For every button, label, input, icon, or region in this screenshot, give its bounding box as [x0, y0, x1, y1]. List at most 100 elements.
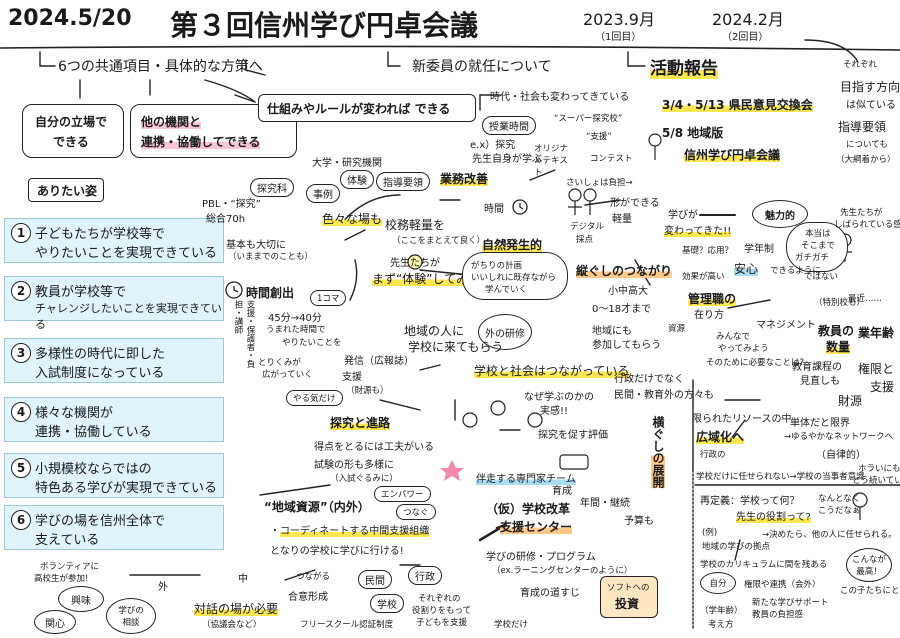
goal-line2: やりたいことを実現できている	[35, 246, 218, 261]
next-school-label: となりの学校に学びに行ける!	[270, 546, 404, 557]
goal-number: 5	[11, 458, 31, 478]
long-term-label: 年間・継続	[580, 498, 630, 509]
growth-path: 育成の道すじ	[520, 588, 580, 599]
hituyo: そのために必要なことは?	[706, 358, 805, 368]
own-position-box: 自分の立場で できる	[22, 104, 124, 158]
people-label: 小中高大	[608, 286, 648, 297]
gakko-ni-label: 学校だけに任せられない→学校の当事者意識	[696, 472, 865, 482]
limited-resource: 限られたリソースの中	[692, 414, 792, 425]
minkan-label: 民間・教育外の方々も	[614, 390, 714, 401]
local-people-1: 地域の人に	[404, 324, 465, 338]
meeting-date: 2024.5/20	[8, 6, 132, 31]
outside-label: 外	[158, 582, 168, 593]
super-label: “スーパー探究校”	[554, 114, 623, 124]
student-right: 学年制	[744, 244, 774, 255]
vertical-link-title: 縦ぐしのつながり	[576, 264, 673, 278]
tanto-line2: （ここをまとえて良く）	[392, 236, 486, 246]
hassin-label: 発信（広報誌）	[344, 356, 414, 367]
activity-item-1: 3/4・5/13 県民意見交換会	[662, 98, 813, 112]
ideal-label: ありたい姿	[37, 184, 98, 198]
volunteer-2: 高校生が参加!	[34, 574, 89, 584]
tokusyo: （特別校も）	[814, 298, 866, 308]
workflow: 業年齢	[858, 326, 895, 340]
experience-stamp: 体験	[340, 170, 374, 189]
honto-1: 本当は	[805, 229, 831, 239]
ideal-label-box: ありたい姿	[28, 178, 104, 202]
goal-line1: 教員が学校等で	[35, 285, 127, 300]
right-shien: 支援	[870, 380, 895, 394]
goal-4: 4 様々な機関が 連携・協働している	[4, 397, 224, 442]
min45-label: 45分→40分	[268, 313, 322, 324]
other-org-line1: 他の機関と	[141, 115, 202, 129]
activity-item-3: 信州学び円卓会議	[684, 148, 781, 162]
basic-apply: 基礎？応用？	[682, 246, 734, 256]
tsunagu-stamp: つなぐ	[396, 504, 436, 520]
university-label: 大学・研究機関	[312, 158, 382, 169]
expert-team-label: 伴走する専門家チーム	[476, 474, 576, 485]
right-zaigen: 財源	[838, 394, 863, 408]
gouisei-label: 合意形成	[288, 592, 328, 603]
natural-c1: がちりの計画	[471, 261, 523, 271]
katachi-label: 形ができる	[610, 198, 660, 209]
interest-bubble: 興味	[58, 586, 104, 612]
school-only-label: 学校だけ	[494, 620, 529, 630]
broad-label: 広域化へ	[696, 430, 745, 444]
contest-label: コンテスト	[590, 154, 633, 164]
teachers-learn: 先生自身が学ぶ	[472, 154, 542, 165]
guideline-line2: についても	[846, 140, 888, 150]
consult-bubble: 学びの 相談	[106, 598, 156, 634]
rethink-self: 自分	[700, 572, 736, 594]
goal-line1: 学びの場を信州全体で	[35, 514, 166, 529]
rethink-nanto: なんとなく	[818, 494, 861, 504]
honto-2: そこまで	[801, 241, 836, 251]
rethink-local: 地域の学びの拠点	[702, 542, 771, 552]
goal-line2: 入試制度になっている	[35, 366, 165, 381]
support-label: “支援”	[586, 132, 612, 142]
natural-c2: いいしれに既存ながら	[471, 273, 557, 283]
learning-changed-2: 変わってきた!!	[664, 226, 732, 237]
best-line1: こんなが	[851, 555, 886, 565]
basics-sub: （いままでのことも）	[228, 252, 314, 262]
gakko-stamp: 学校	[370, 594, 404, 613]
naka-label: 中	[238, 574, 248, 585]
learning-training-sub: （ex.ラーニングセンターのように）	[492, 566, 633, 576]
teachers-first-2: まず“体験”してみる	[372, 272, 481, 286]
activity-report-heading: 活動報告	[650, 59, 718, 79]
own-position-line2: できる	[53, 135, 89, 149]
curriculum-1: 教育課程の	[792, 362, 842, 373]
natural-bubble: がちりの計画 いいしれに既存ながら 学んでいく	[462, 252, 568, 300]
system-change-text: 仕組みやルールが変われば できる	[267, 102, 451, 116]
inquiry-career-c3: （入試ぐるみに）	[330, 474, 398, 484]
school-society-label: 学校と社会はつながっている	[474, 364, 630, 378]
mail-line2: 広がっていく	[262, 370, 313, 380]
mail-line1: とりくみが	[258, 358, 301, 368]
other-training-bubble: 外の研修	[478, 314, 532, 350]
page-title: 第３回信州学び円卓会議	[170, 9, 479, 42]
minkan-stamp: 民間	[358, 570, 392, 589]
consult-line2: 相談	[122, 618, 140, 628]
yattemiyo: やってみよう	[718, 344, 769, 354]
local-resource-title: “地域資源”（内外）	[264, 500, 370, 514]
activity-item-2: 5/8 地域版	[662, 126, 724, 140]
natural-title: 自然発生的	[482, 238, 543, 252]
yoko-title: 横ぐしの展開	[651, 416, 665, 488]
management: マネジメント	[756, 320, 816, 331]
manager-1: 管理職の	[688, 292, 737, 306]
time-label: 時間	[484, 204, 504, 215]
curriculum-2: 見直しも	[800, 376, 840, 387]
goal-2: 2 教員が学校等で チャレンジしたいことを実現できている	[4, 276, 224, 331]
meeting1-sub: （1回目）	[595, 32, 642, 43]
tsuzuku-label: とう続いていく	[852, 476, 900, 486]
meeting2-sub: （2回目）	[722, 32, 769, 43]
inquiry-career-title: 探究と進路	[330, 416, 391, 430]
goal-line2: チャレンジしたいことを実現できている	[35, 302, 222, 331]
many-places-label: 色々な場も	[322, 212, 383, 226]
exploration: e.x）探究	[470, 140, 516, 151]
goal-5: 5 小規模校ならではの 特色ある学びが実現できている	[4, 453, 224, 498]
single-limit: 単体だと限界	[790, 418, 850, 429]
kyogikai-label: （協議会など）	[202, 620, 262, 630]
rethink-new-teacher: 新たな学びサポート	[752, 598, 829, 608]
learning-training: 学びの研修・プログラム	[486, 552, 596, 563]
time-creation-label: 時間創出	[246, 286, 295, 300]
learning-changed-1: 学びが	[668, 210, 698, 221]
